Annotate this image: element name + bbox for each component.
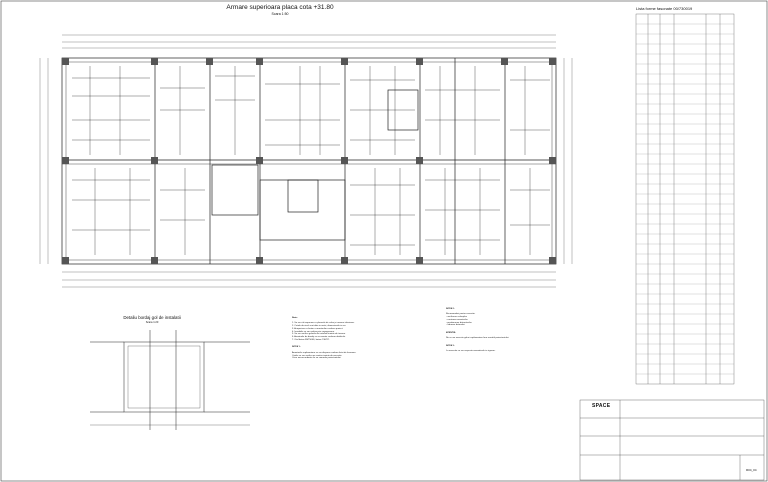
notes-body-2: Armaturile suplimentare se vor dispune c… — [292, 351, 357, 360]
sheet-number: R04_04 — [746, 468, 757, 472]
notes-right-body-2: Nu se vor executa goluri suplimentare fa… — [446, 337, 510, 340]
schedule-title: Lista forme fasonate 00/730019 — [636, 6, 693, 11]
notes-block: Note: 1. Se vor citi impreuna cu plansel… — [292, 314, 430, 363]
drawing-title: Armare superioara placa cota +31.80 — [226, 4, 334, 11]
notes-body: 1. Se vor citi impreuna cu plansele de c… — [292, 322, 355, 341]
notes-right-body: Recomandari pentru executie: - verificar… — [446, 313, 476, 327]
notes-right-heading-2: ATENTIE: — [446, 331, 456, 334]
notes-right-body-3: La executie se vor respecta normativele … — [446, 350, 496, 353]
company-logo: SPACE — [592, 403, 611, 409]
drawing-scale: Scara 1:50 — [271, 12, 289, 16]
notes-heading: Note: — [292, 316, 298, 319]
notes-right-heading: NOTA 2: — [446, 307, 455, 310]
notes-right-heading-3: NOTA 3: — [446, 344, 455, 347]
notes-heading-2: NOTA 1: — [292, 346, 301, 349]
detail-scale: Scara 1:20 — [145, 321, 159, 324]
detail-title: Detaliu bordaj gol de instalatii — [123, 315, 181, 320]
notes-right-block: NOTA 2: Recomandari pentru executie: - v… — [446, 305, 576, 356]
